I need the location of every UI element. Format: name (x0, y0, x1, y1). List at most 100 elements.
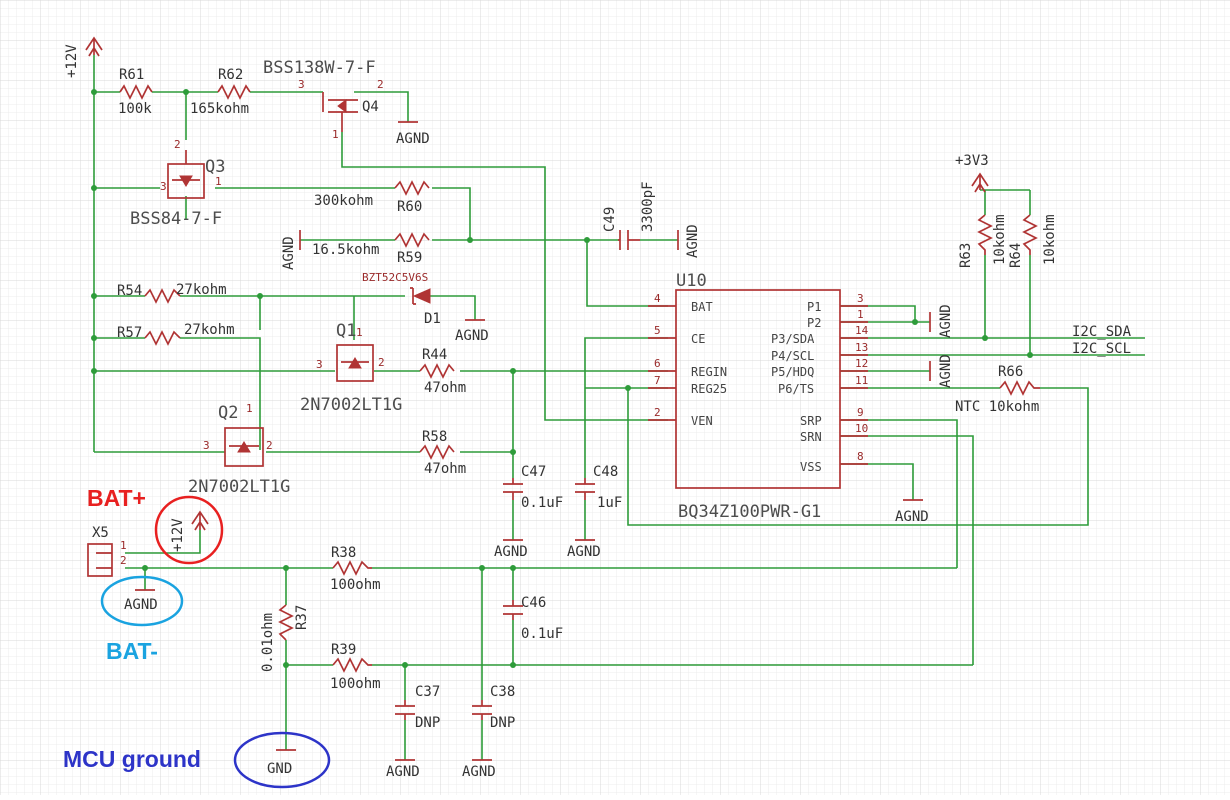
resistor-r63: R63 10kohm (958, 214, 1008, 268)
svg-text:CE: CE (691, 332, 705, 346)
svg-text:R44: R44 (422, 347, 447, 363)
agnd-p1p2: AGND (929, 304, 954, 338)
svg-text:4: 4 (654, 292, 661, 305)
svg-text:AGND: AGND (938, 354, 954, 388)
svg-text:NTC 10kohm: NTC 10kohm (955, 399, 1039, 415)
svg-text:R63: R63 (958, 243, 974, 268)
svg-text:0.1uF: 0.1uF (521, 495, 563, 511)
mosfet-q3: Q3 BSS84-7-F 3 1 2 (130, 138, 225, 229)
svg-text:3: 3 (857, 292, 864, 305)
svg-text:R39: R39 (331, 642, 356, 658)
svg-text:8: 8 (857, 450, 864, 463)
svg-text:AGND: AGND (455, 328, 489, 344)
svg-text:2: 2 (266, 439, 273, 452)
svg-text:R61: R61 (119, 67, 144, 83)
gnd-mcu: GND (267, 749, 296, 777)
svg-text:R54: R54 (117, 283, 142, 299)
supply-12v-battery: +12V (170, 510, 209, 552)
wires (93, 55, 1145, 760)
svg-text:Q4: Q4 (362, 99, 379, 115)
svg-text:0.01ohm: 0.01ohm (260, 613, 276, 672)
svg-text:3300pF: 3300pF (640, 181, 656, 232)
svg-text:D1: D1 (424, 311, 441, 327)
svg-text:U10: U10 (676, 271, 707, 291)
svg-text:27kohm: 27kohm (184, 322, 235, 338)
svg-text:C47: C47 (521, 464, 546, 480)
svg-text:P6/TS: P6/TS (778, 382, 814, 396)
svg-text:0.1uF: 0.1uF (521, 626, 563, 642)
resistor-r37: 0.01ohm R37 (260, 604, 310, 672)
resistor-r64: R64 10kohm (1008, 214, 1058, 268)
supply-3v3: +3V3 (955, 153, 989, 193)
svg-text:+3V3: +3V3 (955, 153, 989, 169)
svg-text:1: 1 (215, 175, 222, 188)
svg-text:GND: GND (267, 761, 292, 777)
svg-text:SRN: SRN (800, 430, 822, 444)
svg-text:C46: C46 (521, 595, 546, 611)
mosfet-q2: Q2 2N7002LT1G 3 2 1 (188, 402, 290, 497)
svg-text:165kohm: 165kohm (190, 101, 249, 117)
svg-text:12: 12 (855, 357, 868, 370)
svg-text:AGND: AGND (281, 236, 297, 270)
svg-text:2: 2 (378, 356, 385, 369)
mosfet-q4: BSS138W-7-F Q4 3 2 1 (263, 58, 384, 141)
svg-text:47ohm: 47ohm (424, 461, 466, 477)
svg-text:REGIN: REGIN (691, 365, 727, 379)
svg-text:13: 13 (855, 341, 868, 354)
resistor-r38: R38 100ohm (330, 545, 381, 593)
svg-text:Q2: Q2 (218, 403, 238, 423)
svg-text:AGND: AGND (494, 544, 528, 560)
svg-text:1uF: 1uF (597, 495, 622, 511)
capacitor-c37: C37 DNP (395, 684, 440, 731)
svg-text:BQ34Z100PWR-G1: BQ34Z100PWR-G1 (678, 502, 821, 522)
svg-text:AGND: AGND (396, 131, 430, 147)
svg-text:C37: C37 (415, 684, 440, 700)
svg-text:X5: X5 (92, 525, 109, 541)
svg-text:BZT52C5V6S: BZT52C5V6S (362, 271, 428, 284)
svg-text:Q1: Q1 (336, 321, 356, 341)
svg-text:AGND: AGND (124, 597, 158, 613)
svg-text:1: 1 (120, 539, 127, 552)
svg-text:P1: P1 (807, 300, 821, 314)
svg-text:AGND: AGND (462, 764, 496, 780)
svg-text:3: 3 (203, 439, 210, 452)
resistor-r57: R57 27kohm (117, 322, 235, 346)
svg-text:5: 5 (654, 324, 661, 337)
agnd-c49: AGND (677, 224, 701, 258)
svg-text:2: 2 (120, 554, 127, 567)
svg-text:BAT: BAT (691, 300, 713, 314)
capacitor-c38: C38 DNP (472, 684, 515, 731)
svg-text:R59: R59 (397, 250, 422, 266)
svg-text:AGND: AGND (386, 764, 420, 780)
svg-text:R62: R62 (218, 67, 243, 83)
svg-text:R60: R60 (397, 199, 422, 215)
svg-text:R66: R66 (998, 364, 1023, 380)
capacitor-c46: C46 0.1uF (503, 595, 563, 642)
resistor-r54: R54 27kohm (117, 282, 227, 304)
svg-text:R64: R64 (1008, 243, 1024, 268)
svg-text:10kohm: 10kohm (1042, 214, 1058, 265)
agnd-p5: AGND (929, 354, 954, 388)
svg-text:300kohm: 300kohm (314, 193, 373, 209)
svg-text:AGND: AGND (895, 509, 929, 525)
resistor-r66: R66 NTC 10kohm (955, 364, 1040, 415)
svg-text:3: 3 (316, 358, 323, 371)
svg-text:Q3: Q3 (205, 157, 225, 177)
svg-text:P2: P2 (807, 316, 821, 330)
svg-text:10kohm: 10kohm (992, 214, 1008, 265)
zener-d1: BZT52C5V6S D1 (362, 271, 441, 327)
svg-text:16.5kohm: 16.5kohm (312, 242, 379, 258)
svg-text:+12V: +12V (64, 44, 80, 78)
svg-text:14: 14 (855, 324, 869, 337)
svg-text:1: 1 (356, 326, 363, 339)
svg-text:AGND: AGND (567, 544, 601, 560)
svg-text:C49: C49 (602, 207, 618, 232)
svg-text:VSS: VSS (800, 460, 822, 474)
net-label-sda: I2C_SDA (1072, 324, 1132, 340)
svg-text:R57: R57 (117, 325, 142, 341)
svg-text:2N7002LT1G: 2N7002LT1G (188, 477, 290, 497)
svg-text:DNP: DNP (415, 715, 440, 731)
svg-text:1: 1 (332, 128, 339, 141)
